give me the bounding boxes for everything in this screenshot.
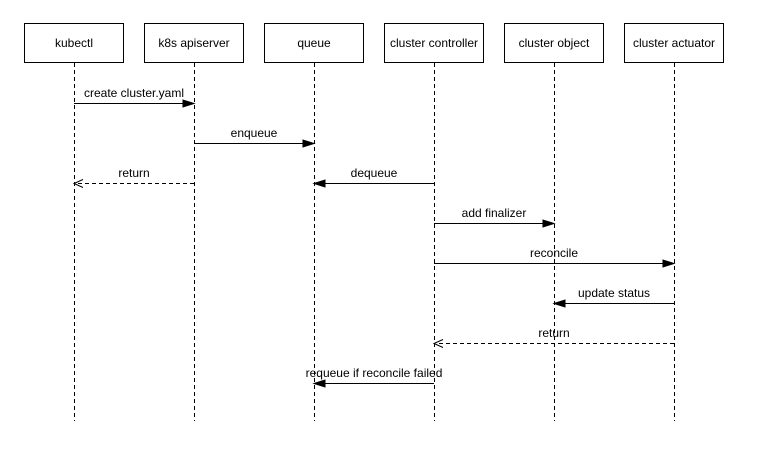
arrowhead-filled-create-cluster-yaml (182, 99, 196, 108)
arrowhead-open-return-to-kubectl (72, 179, 84, 188)
actor-label-cluster-controller: cluster controller (389, 35, 479, 50)
actor-box-cluster-actuator: cluster actuator (624, 23, 724, 63)
message-label-create-cluster-yaml: create cluster.yaml (83, 86, 185, 100)
arrowhead-filled-enqueue (302, 139, 316, 148)
arrowhead-filled-update-status (552, 299, 566, 308)
actor-box-cluster-controller: cluster controller (384, 23, 484, 63)
message-label-return-to-controller: return (538, 326, 570, 340)
arrowhead-filled-dequeue (312, 179, 326, 188)
message-label-reconcile: reconcile (529, 246, 579, 260)
message-label-update-status: update status (577, 286, 651, 300)
arrowhead-filled-requeue-if-reconcile-failed (312, 379, 326, 388)
actor-box-k8s-apiserver: k8s apiserver (144, 23, 244, 63)
actor-label-cluster-actuator: cluster actuator (632, 35, 716, 50)
message-label-return-to-kubectl: return (118, 166, 150, 180)
message-label-add-finalizer: add finalizer (461, 206, 527, 220)
actor-box-cluster-object: cluster object (504, 23, 604, 63)
actor-label-k8s-apiserver: k8s apiserver (158, 35, 230, 50)
actor-label-kubectl: kubectl (54, 35, 94, 50)
message-label-enqueue: enqueue (230, 126, 278, 140)
actor-box-queue: queue (264, 23, 364, 63)
arrowhead-filled-add-finalizer (542, 219, 556, 228)
actor-box-kubectl: kubectl (24, 23, 124, 63)
arrowhead-open-return-to-controller (432, 339, 444, 348)
actor-label-queue: queue (297, 35, 331, 50)
actor-label-cluster-object: cluster object (518, 35, 590, 50)
message-label-requeue-if-reconcile-failed: requeue if reconcile failed (305, 366, 443, 380)
arrowhead-filled-reconcile (662, 259, 676, 268)
message-label-dequeue: dequeue (350, 166, 398, 180)
